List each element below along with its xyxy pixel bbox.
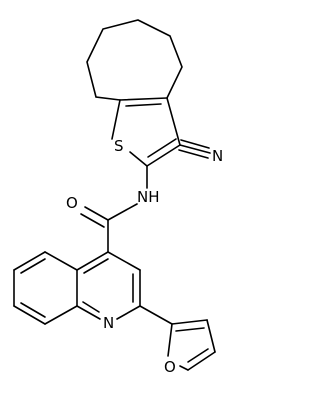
atom-label-sulfur: S bbox=[114, 137, 124, 155]
furan-c4-c5 bbox=[187, 351, 216, 371]
furan-c3-c4 bbox=[206, 319, 216, 353]
benzo-c4a-c5 bbox=[44, 251, 78, 271]
furan-double-c4-c5 bbox=[187, 348, 209, 363]
thiophene-double-c3a-c7a bbox=[125, 103, 162, 107]
benzo-double-c7-c8 bbox=[20, 302, 46, 318]
atom-label-amide-nh: NH bbox=[137, 188, 160, 206]
quinoline-c4-c3 bbox=[107, 251, 141, 271]
bond-c2-furan bbox=[139, 305, 173, 325]
thiophene-bond-c7a-s bbox=[111, 99, 121, 140]
quinoline-c2-n1 bbox=[116, 305, 141, 320]
nitrile-triple-a bbox=[180, 139, 210, 149]
atom-label-carbonyl-o: O bbox=[66, 194, 78, 212]
atom-label-nitrile-n: N bbox=[212, 147, 223, 165]
cyclooctane-ring bbox=[86, 19, 183, 101]
furan-c2-c3 bbox=[171, 319, 208, 325]
bond-layer bbox=[13, 19, 216, 371]
thiophene-bond-c2-c3 bbox=[146, 144, 181, 167]
thiophene-bond-c3a-c7a bbox=[119, 97, 168, 101]
carbonyl-double-b bbox=[80, 213, 105, 228]
benzo-c7-c8 bbox=[13, 305, 46, 325]
benzo-double-c5-c6 bbox=[20, 258, 46, 274]
thiophene-double-c2-c3 bbox=[147, 138, 177, 158]
bond-nh-carbonyl bbox=[107, 203, 138, 221]
thiophene-bond-c3-c3a bbox=[166, 97, 181, 146]
quinoline-c4a-c4 bbox=[76, 251, 109, 271]
nitrile-triple-b bbox=[178, 149, 209, 159]
atom-label-furan-o: O bbox=[164, 358, 176, 376]
thiophene-bond-s-c2 bbox=[129, 151, 148, 167]
structure-drawing: S N NH O N O bbox=[13, 19, 223, 376]
molecule-canvas: S N NH O N O bbox=[13, 19, 223, 376]
benzo-c8-c8a bbox=[44, 305, 78, 325]
quinoline-double-n1-c8a bbox=[82, 301, 100, 313]
furan-c5-o bbox=[179, 365, 189, 371]
label-layer: S N NH O N O bbox=[66, 137, 223, 376]
quinoline-n1-c8a bbox=[76, 305, 101, 320]
atom-label-quinoline-n: N bbox=[103, 314, 114, 332]
furan-o-c2 bbox=[167, 323, 173, 357]
quinoline-double-c4a-c4 bbox=[83, 258, 109, 274]
carbonyl-double-a bbox=[84, 206, 109, 221]
benzo-c5-c6 bbox=[13, 251, 46, 271]
furan-double-c2-c3 bbox=[175, 327, 205, 332]
nitrile-bond bbox=[179, 144, 211, 154]
